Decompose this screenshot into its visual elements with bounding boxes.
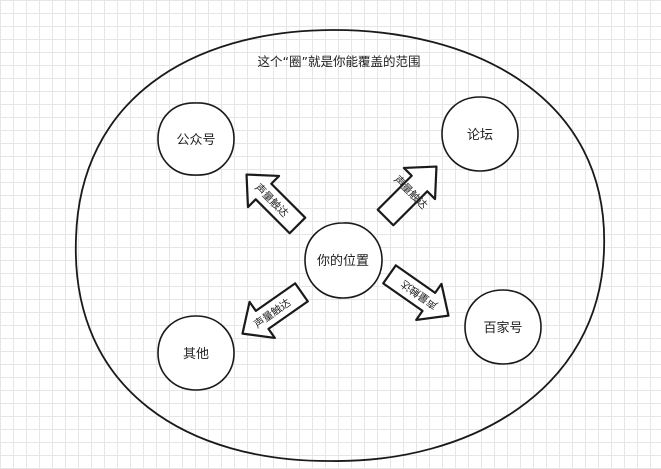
arrow-to-gongzhonghao: 声量触达 (245, 173, 307, 235)
node-luntan: 论坛 (441, 96, 519, 172)
arrow-to-baijiahao: 声量触达 (382, 264, 450, 322)
node-center: 你的位置 (304, 222, 383, 299)
node-luntan-label: 论坛 (467, 128, 493, 143)
arrow-to-qita: 声量触达 (241, 282, 309, 340)
node-gongzhonghao: 公众号 (157, 102, 235, 176)
node-center-label: 你的位置 (317, 253, 369, 269)
node-qita-label: 其他 (183, 347, 209, 362)
node-qita: 其他 (157, 315, 235, 391)
node-gongzhonghao-label: 公众号 (176, 133, 215, 148)
coverage-title: 这个“圈”就是你能覆盖的范围 (258, 54, 421, 69)
node-baijiahao: 百家号 (464, 289, 542, 365)
node-baijiahao-label: 百家号 (483, 320, 522, 336)
coverage-ellipse (75, 29, 605, 462)
arrow-to-luntan: 声量触达 (376, 165, 438, 227)
